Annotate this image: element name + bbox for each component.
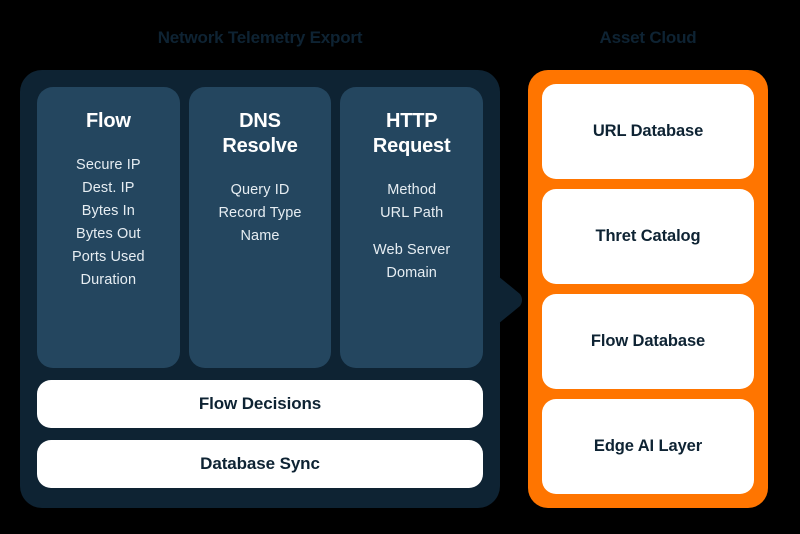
arrow-right-icon [498,276,522,324]
list-item: Record Type [218,205,302,221]
right-panel-title: Asset Cloud [599,28,697,47]
network-telemetry-export-panel: Flow Secure IP Dest. IP Bytes In Bytes O… [20,70,500,508]
list-item: Duration [80,272,137,288]
telemetry-action-bars: Flow Decisions Database Sync [37,380,483,488]
asset-cloud-panel: URL Database Thret Catalog Flow Database… [528,70,768,508]
list-item: Dest. IP [82,180,135,196]
column-items-dns-resolve: Query ID Record Type Name [218,179,301,248]
column-items-http-request: Method URL Path Web Server Domain [373,179,450,285]
list-item: URL Path [380,205,444,221]
column-title-line: HTTP [385,110,438,132]
cloud-card-flow-database[interactable]: Flow Database [542,294,754,389]
column-items-flow: Secure IP Dest. IP Bytes In Bytes Out Po… [72,154,145,292]
telemetry-column-http-request[interactable]: HTTP Request Method URL Path Web Server … [340,87,484,368]
telemetry-columns: Flow Secure IP Dest. IP Bytes In Bytes O… [37,87,484,368]
list-item: Bytes Out [76,226,141,242]
list-item: Query ID [230,182,290,198]
cloud-card-edge-ai-layer[interactable]: Edge AI Layer [542,399,754,494]
list-item: Ports Used [71,249,145,265]
column-title-flow: Flow [86,109,131,134]
list-item: Secure IP [76,157,141,173]
telemetry-column-flow[interactable]: Flow Secure IP Dest. IP Bytes In Bytes O… [37,87,180,368]
list-item: Name [240,228,280,244]
column-title-line: Request [372,135,451,157]
list-item: Bytes In [81,203,135,219]
list-item: Method [387,182,437,198]
telemetry-column-dns-resolve[interactable]: DNS Resolve Query ID Record Type Name [188,87,332,368]
cloud-card-url-database[interactable]: URL Database [542,84,754,179]
bar-database-sync[interactable]: Database Sync [37,440,483,488]
column-title-line: Flow [85,110,131,132]
column-title-http-request: HTTP Request [373,109,451,159]
column-title-line: Resolve [222,135,298,157]
list-item: Domain [386,265,437,281]
bar-flow-decisions[interactable]: Flow Decisions [37,380,483,428]
left-panel-title: Network Telemetry Export [157,28,363,47]
column-title-line: DNS [239,110,281,132]
list-item: Web Server [373,242,451,258]
cloud-card-thret-catalog[interactable]: Thret Catalog [542,189,754,284]
column-title-dns-resolve: DNS Resolve [222,109,298,159]
